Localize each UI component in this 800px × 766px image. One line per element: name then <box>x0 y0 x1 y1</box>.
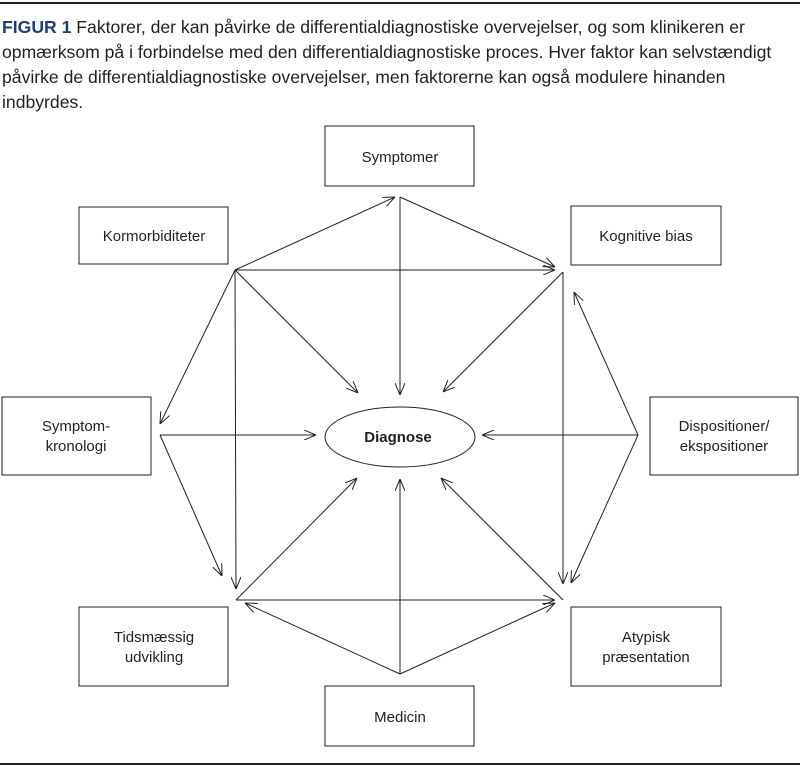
top-rule <box>0 2 800 4</box>
node-box-symptomer <box>324 125 475 187</box>
node-label-symptomkronologi-line2: kronologi <box>46 438 107 455</box>
node-label-tidsmaessig-line1: Tidsmæssig <box>114 629 194 646</box>
arrow-line <box>235 269 236 589</box>
arrow-line <box>245 603 401 675</box>
arrow-line <box>441 478 564 601</box>
center-ellipse <box>324 406 476 468</box>
node-label-symptomer: Symptomer <box>362 149 439 166</box>
node-label-kognitive-bias: Kognitive bias <box>599 228 692 245</box>
node-label-dispositioner-line1: Dispositioner/ <box>679 418 771 435</box>
arrow-line <box>235 478 357 601</box>
center-label: Diagnose <box>364 429 432 446</box>
node-label-tidsmaessig-line2: udvikling <box>125 649 183 666</box>
arrow-line <box>399 603 555 675</box>
arrow-line <box>159 434 222 576</box>
node-box-dispositioner <box>649 396 799 476</box>
arrow-line <box>574 292 639 436</box>
arrow-line <box>443 271 564 392</box>
bottom-rule <box>0 763 800 765</box>
figure-caption: FIGUR 1 Faktorer, der kan påvirke de dif… <box>2 15 792 115</box>
node-box-medicin <box>324 685 475 747</box>
arrow-line <box>234 269 358 393</box>
node-label-medicin: Medicin <box>374 709 426 726</box>
caption-text: Faktorer, der kan påvirke de differentia… <box>2 17 772 112</box>
node-box-tidsmaessig <box>78 606 229 687</box>
node-box-kognitive-bias <box>570 205 722 266</box>
arrow-line <box>571 434 639 583</box>
arrow-line <box>399 196 555 267</box>
node-label-atypisk-line1: Atypisk <box>622 629 671 646</box>
node-label-dispositioner-line2: ekspositioner <box>680 438 768 455</box>
node-box-symptomkronologi <box>1 396 152 476</box>
arrow-line <box>160 269 236 424</box>
node-label-kormorbiditeter: Kormorbiditeter <box>103 228 206 245</box>
node-label-symptomkronologi-line1: Symptom- <box>42 418 110 435</box>
arrow-line <box>234 197 395 271</box>
node-box-kormorbiditeter <box>78 206 229 265</box>
node-label-atypisk-line2: præsentation <box>602 649 690 666</box>
node-box-atypisk <box>570 606 722 687</box>
figure-label: FIGUR 1 <box>2 17 72 37</box>
